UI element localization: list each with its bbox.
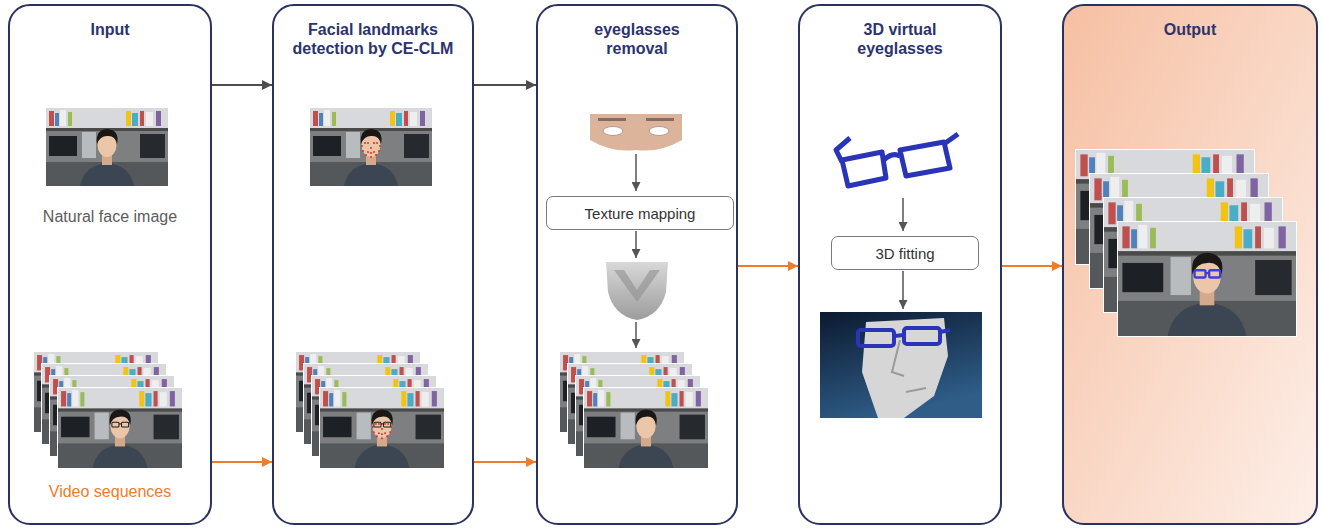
lens-frame xyxy=(858,330,894,346)
skin-patch xyxy=(590,114,682,151)
image-caption: Video sequences xyxy=(12,482,208,501)
flow-arrow xyxy=(212,84,272,86)
frame-border xyxy=(583,387,709,469)
flow-arrow xyxy=(635,231,637,258)
mask-shading xyxy=(614,270,660,302)
eye xyxy=(649,127,669,136)
panel-heading: Facial landmarks detection by CE-CLM xyxy=(291,20,456,58)
bridge xyxy=(884,155,900,160)
render-ground xyxy=(820,312,982,418)
flow-arrow xyxy=(902,198,904,231)
image-caption: Natural face image xyxy=(12,207,208,226)
lens-frame xyxy=(842,152,886,186)
glasses-model xyxy=(858,328,950,346)
flow-arrow xyxy=(474,84,536,86)
face-photo xyxy=(46,108,168,186)
photo xyxy=(46,108,168,186)
bridge xyxy=(894,335,904,336)
flow-arrow xyxy=(902,271,904,309)
landmark-dots xyxy=(372,423,392,439)
output-panel: Output xyxy=(1062,4,1318,525)
stage-panel: 3D virtual eyeglasses 3D fitting xyxy=(798,4,1002,525)
flow-arrow xyxy=(212,461,272,463)
temple xyxy=(940,330,950,332)
face-model xyxy=(862,318,948,418)
flow-arrow xyxy=(635,154,637,191)
render-view xyxy=(820,312,982,418)
temple xyxy=(944,134,958,144)
video-frame xyxy=(320,388,444,468)
landmark-dots xyxy=(361,142,381,158)
flow-arrow xyxy=(635,322,637,348)
video-stack xyxy=(559,351,709,469)
face-photo xyxy=(310,108,432,186)
process-box: 3D fitting xyxy=(831,236,979,270)
panel-ground xyxy=(1062,4,1318,525)
panel-heading: eyeglasses removal xyxy=(577,20,697,58)
panel-heading: 3D virtual eyeglasses xyxy=(835,20,965,58)
eye-region xyxy=(590,114,682,151)
video-frame xyxy=(58,388,182,468)
mouth-line xyxy=(906,388,926,392)
flow-arrow xyxy=(738,265,798,267)
face-mask xyxy=(606,262,668,320)
photo xyxy=(310,108,432,186)
flow-arrow xyxy=(1002,265,1062,267)
mask-shape xyxy=(606,262,668,320)
temple xyxy=(836,138,850,162)
video-frame xyxy=(584,388,708,468)
eyebrow xyxy=(646,118,674,121)
frame-border xyxy=(57,387,183,469)
stage-panel: Facial landmarks detection by CE-CLM xyxy=(272,4,474,525)
video-stack xyxy=(1075,149,1297,337)
panel-heading: Output xyxy=(1090,20,1290,39)
frame-border xyxy=(319,387,445,469)
process-box: Texture mapping xyxy=(546,196,734,230)
panel-heading: Input xyxy=(25,20,195,39)
eye xyxy=(603,127,623,136)
video-frame xyxy=(1118,222,1296,336)
glasses-model xyxy=(836,134,958,186)
flow-arrow xyxy=(474,461,536,463)
box-label: 3D fitting xyxy=(875,244,934,263)
lens-frame xyxy=(900,142,950,176)
video-stack xyxy=(295,351,445,469)
eyebrow xyxy=(598,118,626,121)
box-label: Texture mapping xyxy=(585,204,696,223)
lens-frame xyxy=(904,328,940,344)
stage-panel: InputNatural face imageVideo sequences xyxy=(8,4,212,525)
eyeglasses xyxy=(1195,270,1221,277)
stage-panel: eyeglasses removalTexture mapping xyxy=(536,4,738,525)
frame-border xyxy=(1117,221,1297,337)
video-stack xyxy=(33,351,183,469)
eyeglasses xyxy=(112,422,129,427)
